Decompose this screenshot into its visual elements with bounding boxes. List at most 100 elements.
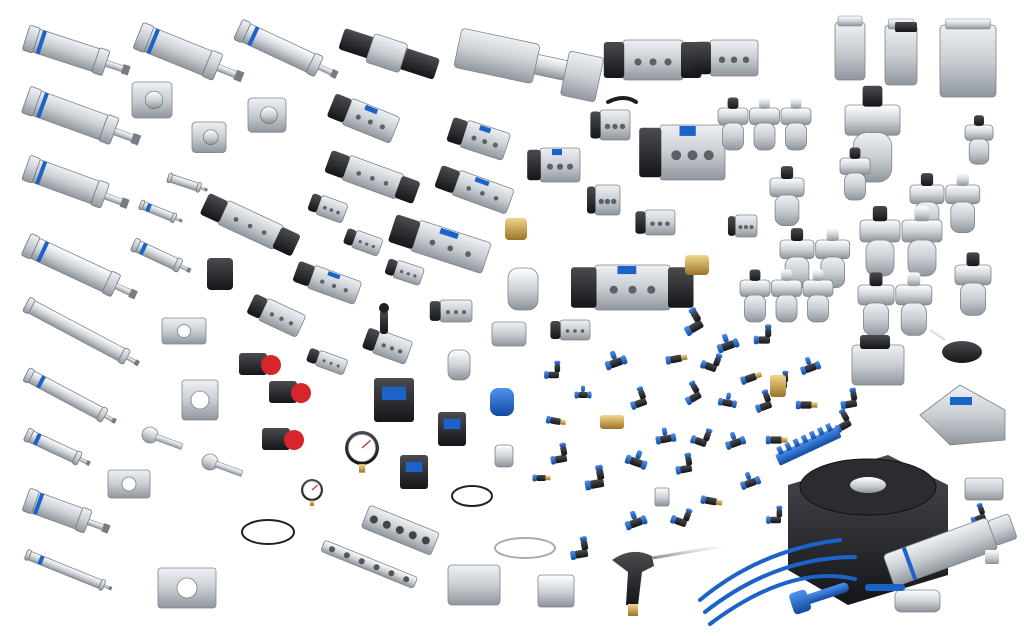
junction-block-icon (447, 564, 501, 606)
cable-lead-icon (929, 329, 946, 341)
pressure-switch-icon (374, 378, 414, 422)
brass-solenoid-body-icon (685, 255, 709, 275)
push-in-fitting-icon (604, 350, 628, 371)
solenoid-valve-icon (293, 261, 362, 305)
rod-eye-icon (201, 453, 244, 477)
emergency-push-button-icon (239, 353, 281, 375)
small-valve-block-icon (491, 321, 527, 347)
guide-cylinder-icon (939, 18, 997, 98)
push-in-fitting-icon (624, 450, 648, 470)
solenoid-valve-icon (639, 124, 726, 181)
solenoid-valve-icon (571, 264, 694, 311)
push-in-fitting-icon (665, 354, 688, 365)
solenoid-valve-icon (307, 193, 348, 223)
valve-block-icon (964, 477, 1004, 501)
brass-check-valve-icon (600, 415, 624, 429)
pressure-switch-icon (400, 455, 428, 489)
guided-slide-icon (454, 28, 604, 103)
pneumatic-hose-icon (703, 555, 857, 614)
emergency-push-button-icon (269, 381, 311, 403)
pressure-gauge-icon (345, 431, 379, 473)
pneumatic-cylinder-icon (23, 428, 91, 466)
push-in-fitting-icon (570, 536, 589, 560)
push-in-fitting-icon (700, 353, 723, 372)
guide-cylinder-icon (834, 15, 866, 81)
push-in-fitting-icon (545, 415, 567, 426)
steel-fitting-icon (985, 550, 999, 564)
rodless-cylinder-icon (338, 28, 440, 80)
air-filter-regulator-icon (779, 228, 851, 289)
push-in-fitting-icon (725, 431, 747, 450)
compact-cylinder-icon (191, 121, 227, 154)
manifold-block-icon (361, 505, 440, 555)
push-in-fitting-icon (675, 452, 693, 475)
air-filter-regulator-icon (964, 115, 994, 165)
push-in-fitting-icon (753, 324, 772, 345)
pneumatic-cylinder-icon (233, 19, 339, 79)
solenoid-valve-icon (384, 258, 425, 286)
steel-fitting-icon (494, 444, 514, 468)
solenoid-valve-icon (635, 209, 676, 236)
rod-eye-icon (141, 426, 184, 450)
solenoid-valve-icon (324, 150, 420, 204)
push-in-fitting-icon (684, 307, 704, 336)
solenoid-valve-icon (306, 348, 348, 375)
pneumatic-cylinder-icon (21, 86, 142, 146)
brass-fitting-icon (770, 375, 786, 397)
air-filter-regulator-icon (839, 147, 871, 201)
solenoid-valve-icon (603, 39, 702, 81)
solenoid-valve-icon (590, 109, 631, 141)
silencer-icon (507, 267, 539, 311)
valves-group (200, 39, 759, 375)
pneumatic-cylinder-icon (130, 238, 192, 274)
push-in-fitting-icon (840, 387, 858, 410)
solenoid-valve-icon (327, 93, 400, 143)
solenoid-valve-icon (694, 39, 759, 77)
brass-valve-icon (505, 218, 527, 240)
air-filter-regulator-icon (739, 269, 834, 323)
air-filter-regulator-icon (859, 206, 943, 277)
pressure-gauge-icon (301, 479, 323, 506)
pneumatic-cylinder-icon (21, 155, 130, 209)
solenoid-valve-icon (247, 294, 306, 337)
rotary-actuator-cylinder-icon (883, 514, 1017, 587)
sensor-cable-icon (241, 519, 295, 545)
solenoid-valve-icon (446, 117, 511, 161)
compact-cylinder-icon (131, 81, 173, 119)
air-filter-regulator-icon (909, 173, 981, 234)
solenoid-valve-icon (343, 228, 383, 257)
foot-pedal-valve-icon (919, 384, 1006, 446)
mounting-bracket-icon (181, 379, 219, 421)
pneumatic-cylinder-icon (133, 22, 245, 83)
pneumatic-hose-icon (698, 538, 842, 602)
fitting-manifold-strip-icon (775, 422, 842, 466)
pivot-bracket-icon (207, 258, 233, 290)
hand-valve-icon (851, 344, 905, 386)
push-in-fitting-icon (550, 442, 568, 465)
air-filter-regulator-icon (769, 166, 805, 227)
solenoid-valve-icon (550, 319, 591, 341)
push-in-fitting-icon (630, 386, 647, 410)
solenoid-valve-icon (527, 147, 581, 183)
cylinders-group (21, 15, 997, 591)
lever-valve-icon (606, 96, 638, 104)
push-in-fitting-icon (755, 389, 772, 413)
push-in-fitting-icon (670, 508, 693, 527)
push-in-fitting-icon (544, 360, 561, 379)
solenoid-valve-icon (587, 184, 621, 216)
mounting-bracket-icon (161, 317, 207, 345)
pneumatic-cylinder-icon (21, 233, 138, 300)
push-in-fitting-icon (766, 505, 783, 524)
distribution-rail-icon (321, 540, 418, 589)
push-in-fitting-icon (574, 385, 592, 399)
emergency-push-button-icon (262, 428, 304, 450)
solenoid-valve-icon (434, 165, 515, 214)
push-in-fitting-icon (532, 474, 551, 482)
pneumatic-cylinder-icon (166, 172, 208, 193)
air-blow-gun-icon (612, 544, 723, 616)
pressure-switch-icon (438, 412, 466, 446)
solenoid-valve-icon (429, 299, 473, 323)
connector-plug-icon (942, 341, 982, 363)
push-in-fitting-icon (717, 392, 737, 409)
